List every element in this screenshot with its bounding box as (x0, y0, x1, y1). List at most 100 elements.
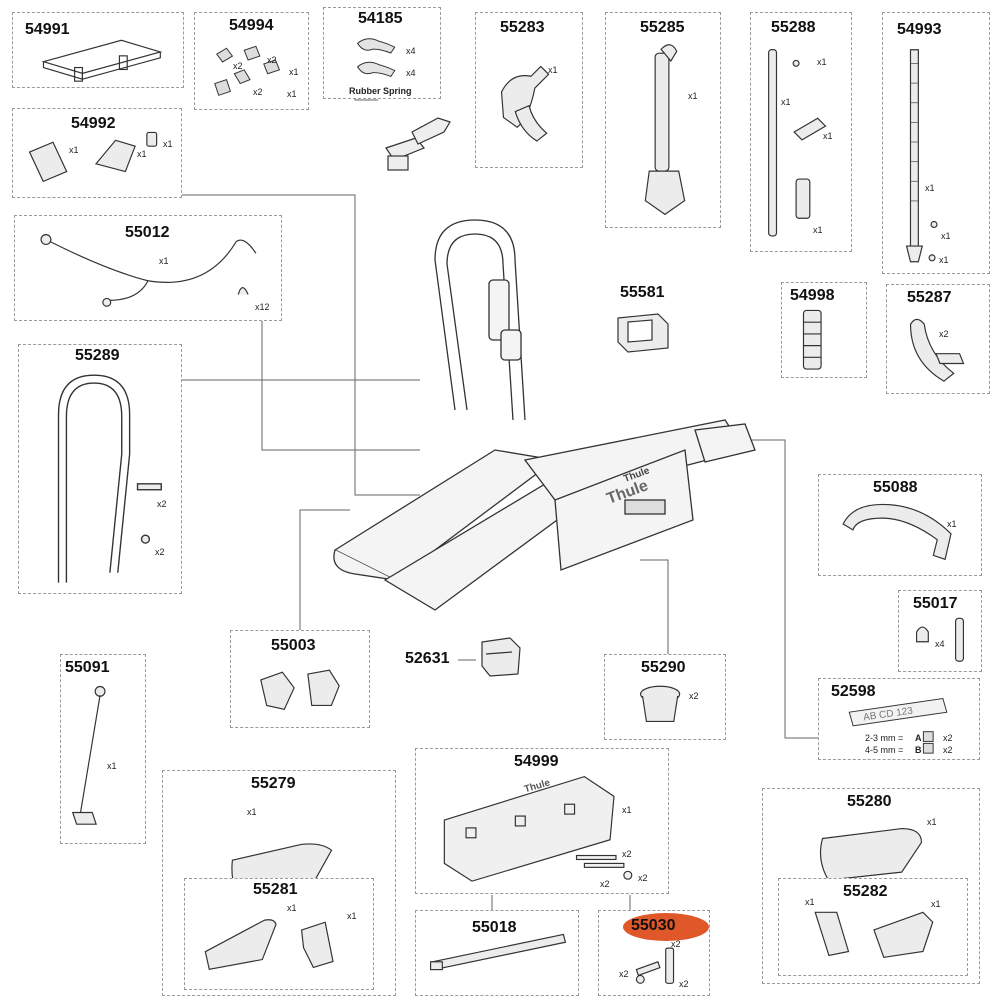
spacer-row-b-key: B (915, 745, 922, 755)
part-number-55581: 55581 (620, 284, 665, 301)
quantity-label: x4 (935, 639, 945, 649)
part-number: 52598 (831, 683, 876, 700)
light-lens-part-icon (204, 919, 334, 971)
quantity-label: x4 (406, 46, 416, 56)
part-box-52598[interactable]: 52598 AB CD 123 2-3 mm = A x2 4-5 mm = B… (818, 678, 980, 760)
quantity-label: x1 (107, 761, 117, 771)
quantity-label: x1 (925, 183, 935, 193)
part-box-54994[interactable]: 54994 x2 x2 x1 x2 x1 (194, 12, 309, 110)
part-box-54185[interactable]: 54185 x4 x4 Rubber Spring (323, 7, 441, 99)
quantity-label: x2 (157, 499, 167, 509)
part-number: 54993 (897, 21, 942, 38)
clamp-rail-part-icon (41, 39, 163, 82)
quantity-label: x2 (943, 733, 953, 743)
part-number: 55283 (500, 19, 545, 36)
part-box-55288[interactable]: 55288 x1 x1 x1 x1 (750, 12, 852, 252)
part-box-54991[interactable]: 54991 (12, 12, 184, 88)
quantity-label: x1 (163, 139, 173, 149)
part-box-55289[interactable]: 55289 x2 x2 (18, 344, 182, 594)
part-number: 55290 (641, 659, 686, 676)
part-number: 55030 (631, 917, 676, 934)
small-clips-part-icon (214, 45, 281, 96)
quantity-label: x1 (817, 57, 827, 67)
bracket-caps-part-icon (260, 669, 340, 711)
quantity-label: x1 (813, 225, 823, 235)
lock-rod-part-icon (71, 685, 106, 825)
part-box-55088[interactable]: 55088 x1 (818, 474, 982, 576)
part-box-54993[interactable]: 54993 x1 x1 x1 (882, 12, 990, 274)
part-number: 55280 (847, 793, 892, 810)
part-box-55285[interactable]: 55285 x1 (605, 12, 721, 228)
part-number: 55288 (771, 19, 816, 36)
part-box-55012[interactable]: 55012 x1 x12 (14, 215, 282, 321)
quantity-label: x1 (159, 256, 169, 266)
part-box-54998[interactable]: 54998 (781, 282, 867, 378)
part-number: 54991 (25, 21, 70, 38)
part-box-55017[interactable]: 55017 x4 (898, 590, 982, 672)
cable-clips-part-icon (916, 617, 964, 662)
quantity-label: x2 (671, 939, 681, 949)
quantity-label: x2 (600, 879, 610, 889)
part-number: 54999 (514, 753, 559, 770)
leader-line (750, 439, 818, 739)
quantity-label: x2 (155, 547, 165, 557)
plate-spacer-part-icon (848, 697, 948, 754)
part-number: 54185 (358, 10, 403, 27)
ratchet-strap-part-icon (905, 49, 938, 263)
quantity-label: x2 (622, 849, 632, 859)
quantity-label: x1 (805, 897, 815, 907)
spacer-row-a-label: 2-3 mm = (865, 733, 904, 743)
quantity-label: x1 (823, 131, 833, 141)
part-box-55281[interactable]: 55281 x1 x1 (184, 878, 374, 990)
part-box-55018[interactable]: 55018 (415, 910, 579, 996)
part-number-52631: 52631 (405, 650, 450, 667)
part-number: 54998 (790, 287, 835, 304)
part-number: 55012 (125, 224, 170, 241)
quantity-label: x1 (941, 231, 951, 241)
quantity-label: x1 (939, 255, 949, 265)
rail-bar-part-icon (429, 933, 567, 971)
part-box-54999[interactable]: 54999 Thule x1 x2 x2 x2 (415, 748, 669, 894)
part-number: 55018 (472, 919, 517, 936)
quantity-label: x1 (289, 67, 299, 77)
part-box-55003[interactable]: 55003 (230, 630, 370, 728)
bushing-part-icon (639, 685, 681, 723)
clamp-lock-part-icon (28, 131, 158, 183)
part-box-55030[interactable]: 55030 x2 x2 x2 (598, 910, 710, 996)
quantity-label: x1 (548, 65, 558, 75)
part-number: 54994 (229, 17, 274, 34)
part-box-54992[interactable]: 54992 x1 x1 x1 (12, 108, 182, 198)
bolt-set-part-icon (635, 947, 675, 984)
quantity-label: x12 (255, 302, 270, 312)
quantity-label: x1 (947, 519, 957, 529)
part-box-55290[interactable]: 55290 x2 (604, 654, 726, 740)
bike-carrier-icon: Thule Thule (333, 219, 756, 611)
part-number: 55285 (640, 19, 685, 36)
quantity-label: x4 (406, 68, 416, 78)
part-number: 55282 (843, 883, 888, 900)
part-number: 55091 (65, 659, 110, 676)
part-box-55091[interactable]: 55091 x1 (60, 654, 146, 844)
wheel-cradle-part-icon (909, 318, 965, 382)
part-box-55283[interactable]: 55283 x1 (475, 12, 583, 168)
quantity-label: x1 (622, 805, 632, 815)
quantity-label: x1 (347, 911, 357, 921)
leader-line (299, 509, 350, 630)
rubber-spring-part-icon (356, 38, 396, 78)
part-number: 55287 (907, 289, 952, 306)
leader-line (180, 194, 420, 496)
light-insert-part-icon (814, 911, 934, 959)
license-plate-holder-part-icon: Thule (443, 775, 633, 882)
quantity-label: x2 (939, 329, 949, 339)
leader-line (640, 559, 669, 655)
spacer-row-a-key: A (915, 733, 922, 743)
part-box-55282[interactable]: 55282 x1 x1 (778, 878, 968, 976)
part-box-55287[interactable]: 55287 x2 (886, 284, 990, 394)
spacer-row-b-label: 4-5 mm = (865, 745, 904, 755)
quantity-label: x1 (287, 903, 297, 913)
quantity-label: x2 (679, 979, 689, 989)
light-housing-part-icon (819, 827, 923, 881)
quantity-label: x1 (688, 91, 698, 101)
